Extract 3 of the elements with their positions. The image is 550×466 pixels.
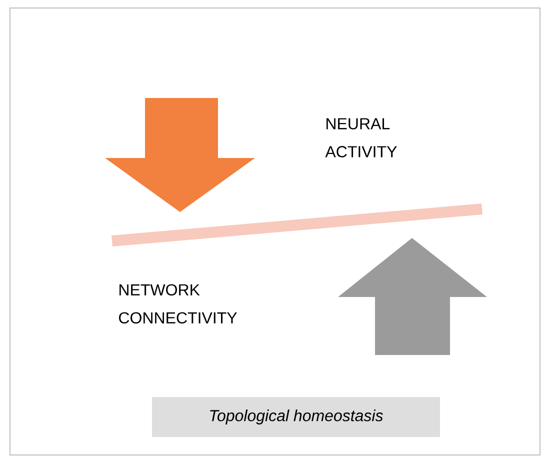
caption-box: Topological homeostasis (152, 396, 440, 437)
label: NETWORK CONNECTIVITY (119, 284, 237, 324)
label: NEURAL ACTIVITY (325, 118, 397, 158)
